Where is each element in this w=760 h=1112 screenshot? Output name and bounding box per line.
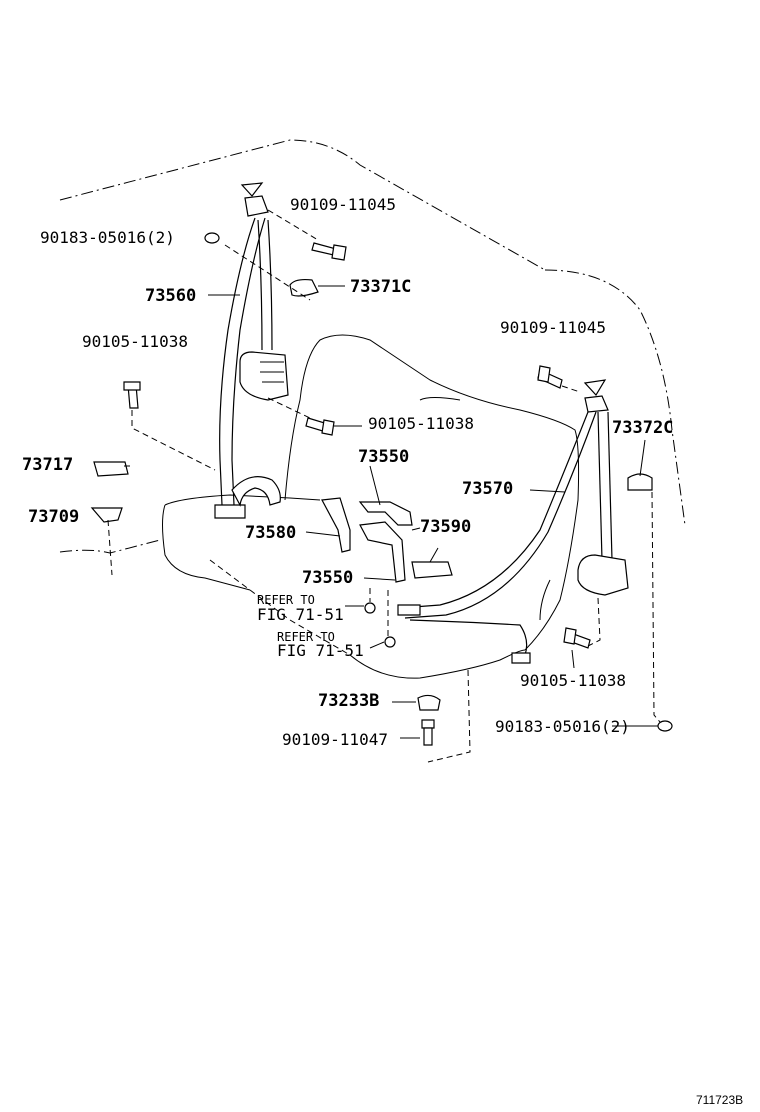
refer-note-1-line2: FIG 71-51: [257, 605, 344, 624]
left-seat-belt-73560: [214, 182, 289, 519]
label-90183-05016-left: 90183-05016(2): [40, 228, 175, 247]
label-73550-bottom: 73550: [302, 568, 353, 588]
label-73580: 73580: [245, 523, 296, 543]
label-90105-11038-right: 90105-11038: [520, 671, 626, 690]
refer-note-2-line2: FIG 71-51: [277, 641, 364, 660]
label-90105-11038-left: 90105-11038: [82, 332, 188, 351]
label-73590: 73590: [420, 517, 471, 537]
fasteners: [90, 232, 673, 746]
label-73372c: 73372C: [612, 418, 673, 438]
refer-note-2-line1: REFER TO: [277, 630, 335, 644]
label-90183-05016-right: 90183-05016(2): [495, 717, 630, 736]
label-90109-11045-right: 90109-11045: [500, 318, 606, 337]
refer-note-1-line1: REFER TO: [257, 593, 315, 607]
part-labels: 90109-11045 90183-05016(2) 73560 73371C …: [22, 195, 743, 1107]
label-73717: 73717: [22, 455, 73, 475]
label-73550-top: 73550: [358, 447, 409, 467]
label-73371c: 73371C: [350, 277, 411, 297]
label-73560: 73560: [145, 286, 196, 306]
label-73709: 73709: [28, 507, 79, 527]
center-buckles: [231, 476, 453, 583]
label-90109-11047: 90109-11047: [282, 730, 388, 749]
figure-code: 711723B: [696, 1093, 743, 1107]
leader-lines: [107, 209, 661, 763]
right-seat-belt-73570: [397, 379, 629, 664]
rear-seat-outline: [162, 334, 580, 679]
label-73233b: 73233B: [318, 691, 379, 711]
label-90105-11038-center: 90105-11038: [368, 414, 474, 433]
label-73570: 73570: [462, 479, 513, 499]
label-90109-11045-left: 90109-11045: [290, 195, 396, 214]
